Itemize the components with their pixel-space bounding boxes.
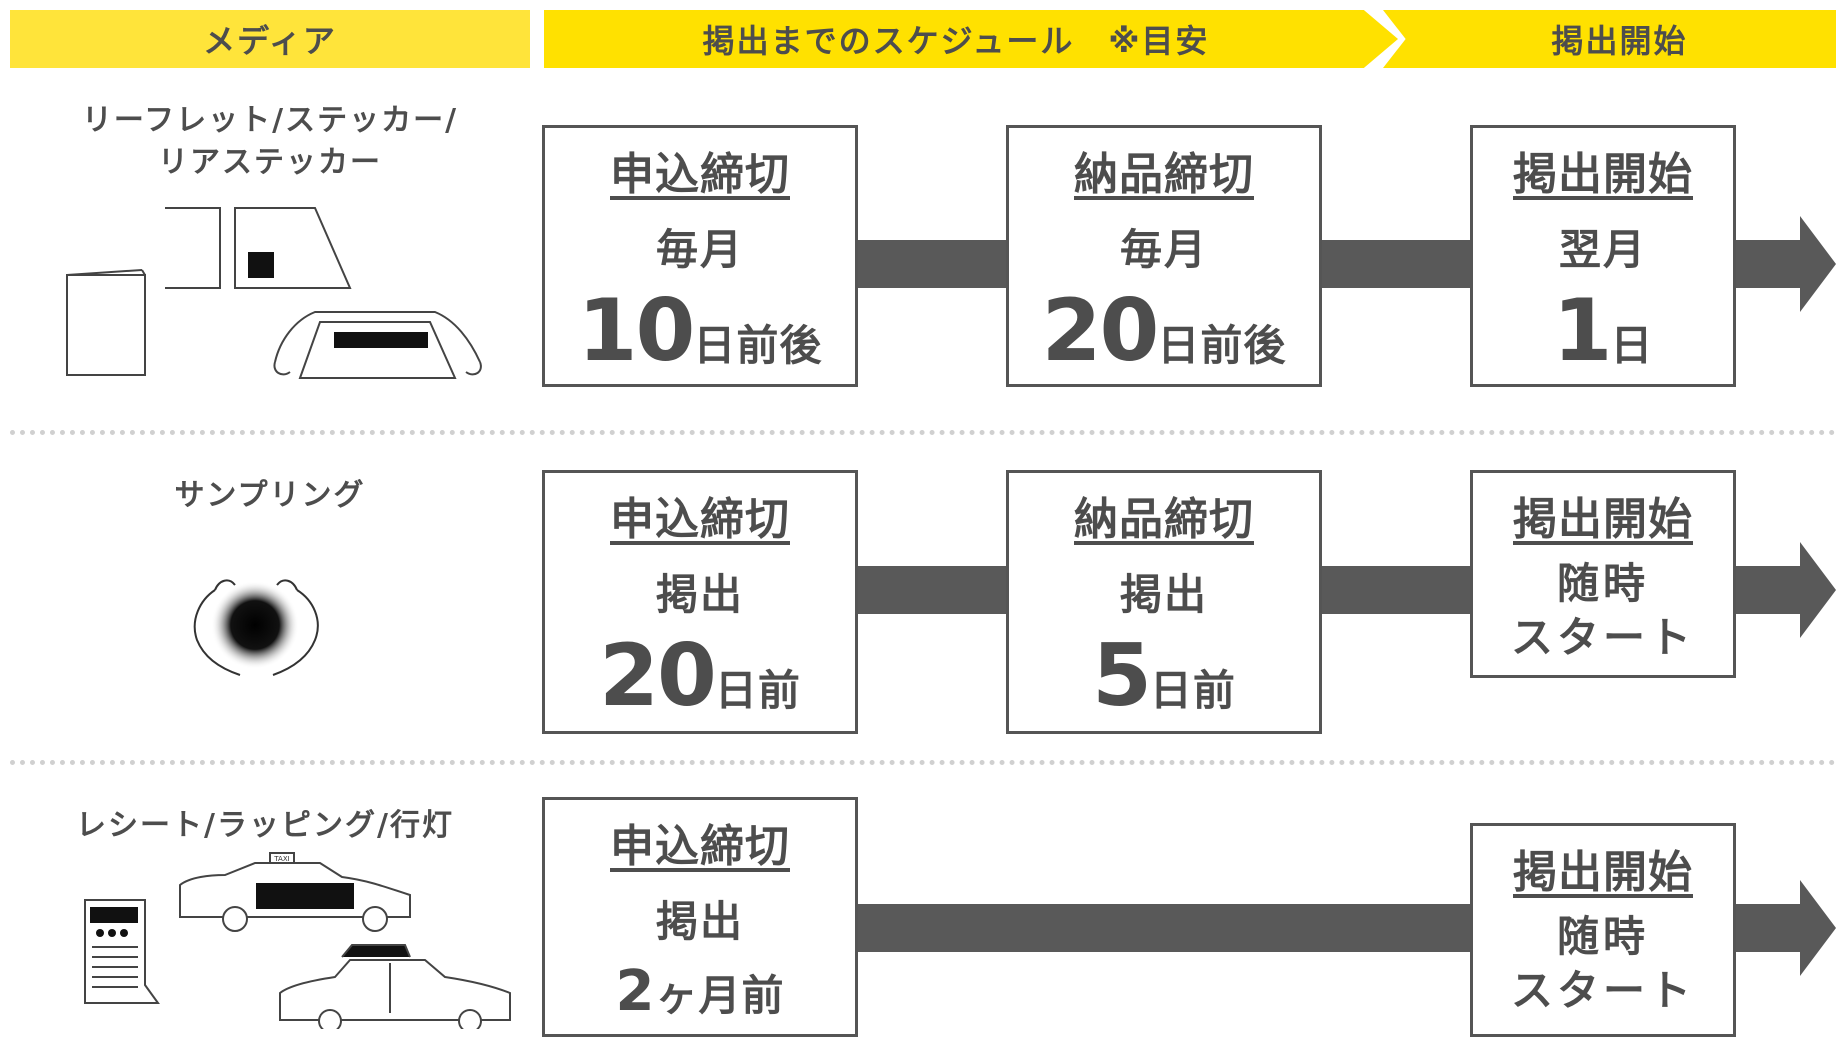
box-title: 申込締切: [610, 149, 790, 200]
box-line: 毎月: [655, 225, 744, 274]
timeline-arrow-segment: [1734, 904, 1802, 952]
media-label-row3: レシート/ラッピング/行灯: [30, 805, 500, 847]
box-title: 掲出開始: [1513, 149, 1693, 200]
leaflet-sticker-illustration: [66, 207, 482, 379]
box-number: 5: [1092, 626, 1152, 726]
box-value: 20日前後: [1042, 281, 1287, 381]
timeline-arrow-segment: [1320, 566, 1472, 614]
box-suffix: 日前: [714, 666, 801, 715]
box-line: 掲出: [655, 570, 744, 619]
arrow-head: [1800, 880, 1836, 976]
box-suffix: 日前後: [1157, 321, 1287, 370]
arrow-head: [1800, 216, 1836, 312]
box-title: 掲出開始: [1513, 494, 1693, 545]
taxi-andon-icon: [279, 944, 511, 1029]
media-label-line: レシート/ラッピング/行灯: [76, 808, 454, 843]
window-sticker-icon: [165, 207, 352, 289]
apply-deadline-box: 申込締切 掲出 2ヶ月前: [542, 797, 858, 1037]
box-title: 掲出開始: [1513, 847, 1693, 898]
box-title: 申込締切: [610, 494, 790, 545]
taxi-wrapping-icon: TAXI: [179, 852, 411, 932]
media-label-line: リアステッカー: [158, 145, 382, 180]
box-text: 随時 スタート: [1510, 559, 1695, 662]
box-line: 掲出: [1119, 570, 1208, 619]
box-number: 20: [599, 626, 717, 726]
box-number: 10: [577, 281, 696, 381]
apply-deadline-box: 申込締切 掲出 20日前: [542, 470, 858, 734]
leaflet-icon: [66, 269, 146, 376]
rear-window-icon: [273, 311, 482, 379]
box-suffix: 日前後: [693, 321, 823, 370]
delivery-deadline-box: 納品締切 毎月 20日前後: [1006, 125, 1322, 387]
taxi-sign-text: TAXI: [273, 855, 289, 863]
receipt-taxi-illustration: TAXI: [84, 852, 511, 1029]
box-title: 納品締切: [1074, 149, 1254, 200]
box-line: 翌月: [1558, 225, 1647, 274]
timeline-arrow-segment: [1734, 240, 1802, 288]
hands-sampling-icon: [193, 579, 319, 676]
box-number: 1: [1552, 281, 1613, 381]
box-line: 毎月: [1119, 225, 1208, 274]
box-title: 申込締切: [610, 821, 790, 872]
header-start: 掲出開始: [1383, 10, 1836, 68]
box-suffix: 日前: [1149, 666, 1236, 715]
start-box: 掲出開始 翌月 1日: [1470, 125, 1736, 387]
arrow-head: [1800, 542, 1836, 638]
media-label-row2: サンプリング: [20, 475, 520, 517]
media-label-row1: リーフレット/ステッカー/ リアステッカー: [20, 100, 520, 184]
start-box: 掲出開始 随時 スタート: [1470, 823, 1736, 1037]
box-number: 20: [1041, 281, 1160, 381]
box-value: 20日前: [599, 626, 801, 726]
box-title: 納品締切: [1074, 494, 1254, 545]
start-box: 掲出開始 随時 スタート: [1470, 470, 1736, 678]
receipt-icon: [84, 899, 160, 1004]
delivery-deadline-box: 納品締切 掲出 5日前: [1006, 470, 1322, 734]
row-separator: [10, 760, 1836, 765]
box-text: 随時 スタート: [1510, 912, 1695, 1015]
box-value: 1日: [1553, 281, 1654, 381]
box-number: 2: [615, 959, 656, 1024]
box-line: 掲出: [655, 897, 744, 946]
box-value: 5日前: [1092, 626, 1236, 726]
box-value: 10日前後: [578, 281, 823, 381]
header-schedule: 掲出までのスケジュール ※目安: [544, 10, 1398, 68]
timeline-arrow-segment: [856, 240, 1010, 288]
media-label-line: リーフレット/ステッカー/: [81, 103, 459, 138]
timeline-arrow-segment: [1734, 566, 1802, 614]
box-suffix: ヶ月前: [655, 971, 785, 1020]
header-media: メディア: [10, 10, 530, 68]
box-suffix: 日: [1610, 321, 1654, 370]
row-separator: [10, 430, 1836, 435]
media-label-line: サンプリング: [174, 478, 366, 513]
timeline-arrow-segment: [1320, 240, 1472, 288]
timeline-arrow-segment: [856, 566, 1010, 614]
box-value: 2ヶ月前: [616, 959, 785, 1024]
timeline-arrow-segment: [856, 904, 1472, 952]
apply-deadline-box: 申込締切 毎月 10日前後: [542, 125, 858, 387]
